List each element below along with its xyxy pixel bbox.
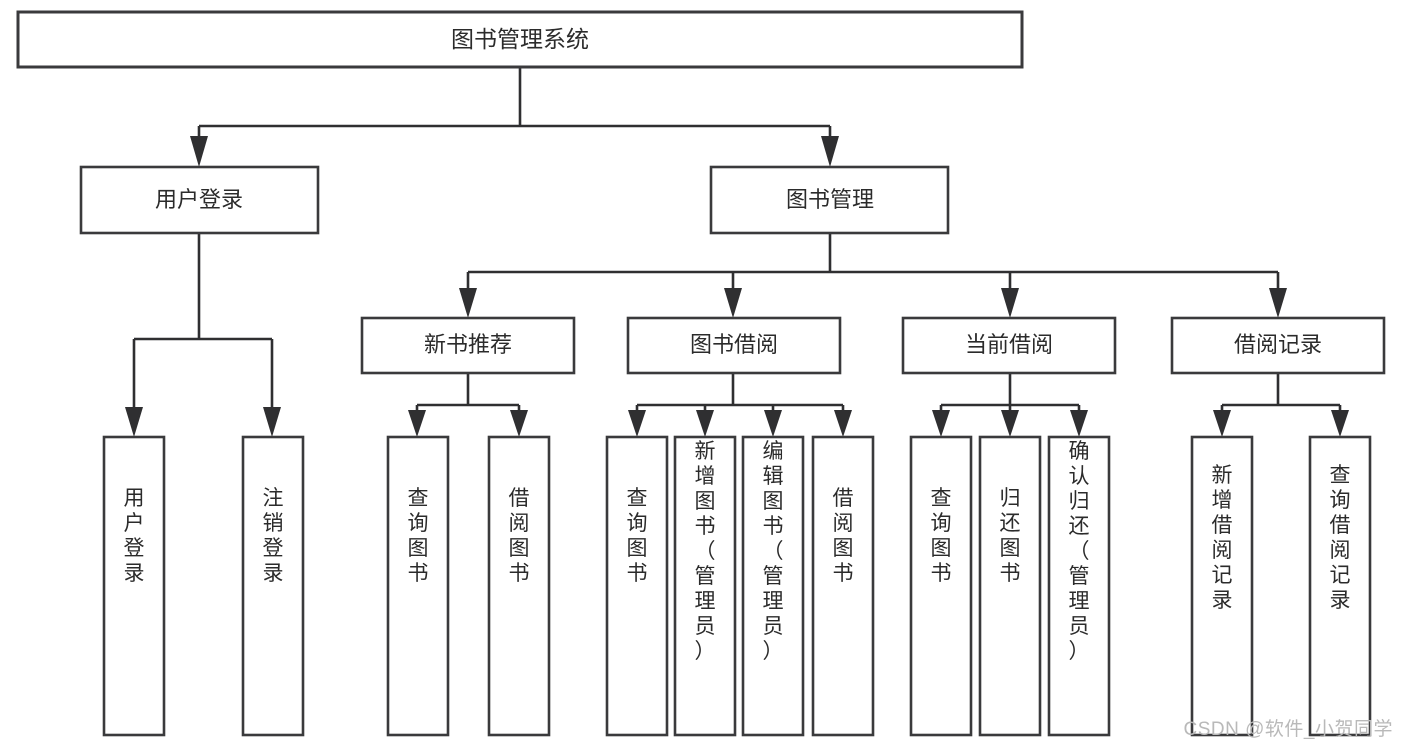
arrow-head-leaf-borrow-record-1 — [1213, 410, 1231, 437]
arrow-head-current-borrow — [1001, 288, 1019, 318]
leaf-node-book-borrow-4-label: 借阅图书 — [833, 487, 854, 585]
leaf-node-borrow-record-2-box[interactable] — [1308, 435, 1372, 737]
leaf-node-book-borrow-4-box[interactable] — [811, 435, 875, 737]
connector-layer — [125, 67, 1349, 437]
arrow-head-leaf-book-borrow-3 — [764, 410, 782, 437]
leaf-node-user-login-2-label: 注销登录 — [263, 487, 284, 585]
leaf-node-book-borrow-2-label: 新增图书（管理员） — [695, 440, 716, 663]
node-book-manage-label: 图书管理 — [786, 187, 874, 212]
node-borrow-record-box[interactable] — [1170, 316, 1386, 375]
node-book-manage-box[interactable] — [709, 165, 950, 235]
leaf-node-book-borrow-3-label: 编辑图书（管理员） — [763, 440, 784, 663]
leaf-node-current-borrow-1-label: 查询图书 — [931, 487, 952, 585]
leaf-node-borrow-record-1-label: 新增借阅记录 — [1212, 464, 1233, 612]
node-user-login-box[interactable] — [79, 165, 320, 235]
node-user-login-label: 用户登录 — [155, 187, 243, 212]
arrow-head-leaf-current-borrow-2 — [1001, 410, 1019, 437]
arrow-head-leaf-current-borrow-1 — [932, 410, 950, 437]
leaf-node-borrow-record-2[interactable]: 查询借阅记录 — [1308, 435, 1372, 737]
leaf-node-current-borrow-2-label: 归还图书 — [1000, 487, 1021, 585]
leaf-node-new-book-rec-1-label: 查询图书 — [408, 487, 429, 585]
csdn-watermark: CSDN @软件_小贺同学 — [1183, 719, 1393, 740]
node-book-borrow-box[interactable] — [626, 316, 842, 375]
leaf-node-user-login-1[interactable]: 用户登录 — [102, 435, 166, 737]
leaf-node-book-borrow-1[interactable]: 查询图书 — [605, 435, 669, 737]
leaf-node-borrow-record-2-label: 查询借阅记录 — [1330, 464, 1351, 612]
arrow-head-new-book-rec — [459, 288, 477, 318]
arrow-head-borrow-record — [1269, 288, 1287, 318]
leaf-node-book-borrow-3-box[interactable] — [741, 435, 805, 737]
leaf-node-borrow-record-1[interactable]: 新增借阅记录 — [1190, 435, 1254, 737]
leaf-node-book-borrow-4[interactable]: 借阅图书 — [811, 435, 875, 737]
leaf-node-current-borrow-2[interactable]: 归还图书 — [978, 435, 1042, 737]
leaf-node-new-book-rec-1[interactable]: 查询图书 — [386, 435, 450, 737]
node-book-borrow[interactable]: 图书借阅 — [626, 316, 842, 375]
node-root-box[interactable] — [16, 10, 1024, 69]
leaf-node-current-borrow-3-label: 确认归还（管理员） — [1069, 440, 1090, 663]
leaf-node-book-borrow-1-label: 查询图书 — [627, 487, 648, 585]
node-new-book-rec[interactable]: 新书推荐 — [360, 316, 576, 375]
leaf-node-current-borrow-3[interactable]: 确认归还（管理员） — [1047, 435, 1111, 737]
node-book-manage[interactable]: 图书管理 — [709, 165, 950, 235]
leaf-node-book-borrow-1-box[interactable] — [605, 435, 669, 737]
leaf-node-current-borrow-2-box[interactable] — [978, 435, 1042, 737]
node-current-borrow-box[interactable] — [901, 316, 1117, 375]
node-borrow-record-label: 借阅记录 — [1234, 332, 1322, 357]
arrow-head-leaf-user-login-1 — [125, 407, 143, 437]
arrow-head-book-borrow — [724, 288, 742, 318]
node-borrow-record[interactable]: 借阅记录 — [1170, 316, 1386, 375]
node-new-book-rec-label: 新书推荐 — [424, 332, 512, 357]
arrow-head-leaf-borrow-record-2 — [1331, 410, 1349, 437]
leaf-node-new-book-rec-2-box[interactable] — [487, 435, 551, 737]
arrow-head-leaf-new-book-rec-2 — [510, 410, 528, 437]
leaf-node-current-borrow-1-box[interactable] — [909, 435, 973, 737]
arrow-head-leaf-book-borrow-1 — [628, 410, 646, 437]
arrow-head-leaf-current-borrow-3 — [1070, 410, 1088, 437]
leaf-node-borrow-record-1-box[interactable] — [1190, 435, 1254, 737]
arrow-head-book-manage — [821, 136, 839, 167]
arrow-head-leaf-user-login-2 — [263, 407, 281, 437]
leaf-node-new-book-rec-2[interactable]: 借阅图书 — [487, 435, 551, 737]
arrow-head-user-login — [190, 136, 208, 167]
leaf-node-user-login-1-box[interactable] — [102, 435, 166, 737]
leaf-node-book-borrow-2-box[interactable] — [673, 435, 737, 737]
leaf-node-current-borrow-1[interactable]: 查询图书 — [909, 435, 973, 737]
leaf-layer: 用户登录 注销登录 查询图书 借阅图书 查询图书 新增图书 — [102, 435, 1372, 737]
leaf-node-book-borrow-2[interactable]: 新增图书（管理员） — [673, 435, 737, 737]
leaf-node-user-login-1-label: 用户登录 — [124, 487, 145, 585]
arrow-head-leaf-new-book-rec-1 — [408, 410, 426, 437]
node-book-borrow-label: 图书借阅 — [690, 332, 778, 357]
leaf-node-new-book-rec-2-label: 借阅图书 — [509, 487, 530, 585]
node-new-book-rec-box[interactable] — [360, 316, 576, 375]
leaf-node-current-borrow-3-box[interactable] — [1047, 435, 1111, 737]
arrow-head-leaf-book-borrow-4 — [834, 410, 852, 437]
leaf-node-user-login-2[interactable]: 注销登录 — [241, 435, 305, 737]
leaf-node-new-book-rec-1-box[interactable] — [386, 435, 450, 737]
arrow-head-leaf-book-borrow-2 — [696, 410, 714, 437]
node-root-label: 图书管理系统 — [451, 26, 589, 52]
leaf-node-book-borrow-3[interactable]: 编辑图书（管理员） — [741, 435, 805, 737]
node-root[interactable]: 图书管理系统 — [16, 10, 1024, 69]
node-current-borrow-label: 当前借阅 — [965, 332, 1053, 357]
leaf-node-user-login-2-box[interactable] — [241, 435, 305, 737]
node-current-borrow[interactable]: 当前借阅 — [901, 316, 1117, 375]
node-user-login[interactable]: 用户登录 — [79, 165, 320, 235]
